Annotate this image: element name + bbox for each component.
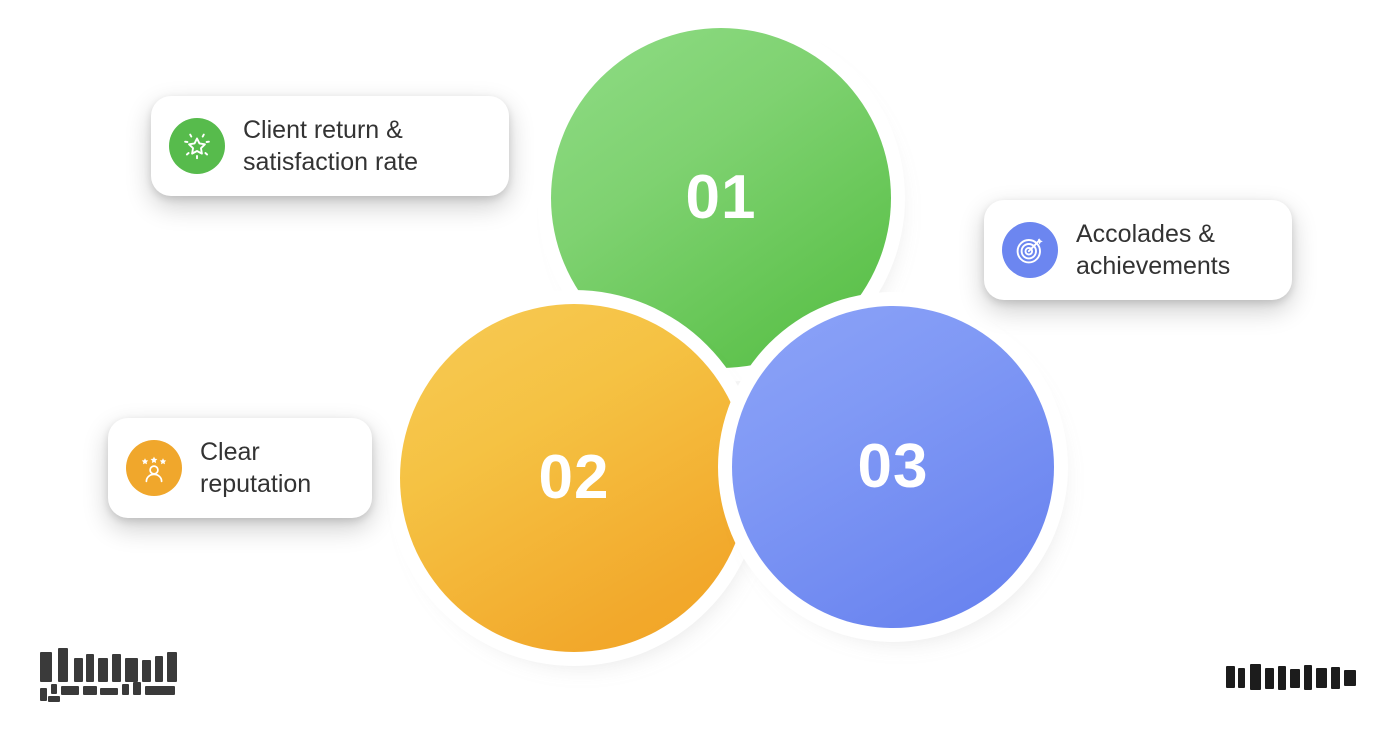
user-rating-stars-icon (126, 440, 182, 496)
circle-03-disc (732, 306, 1054, 628)
label-text-accolades: Accolades & achievements (1076, 220, 1231, 280)
redacted-watermark (1226, 662, 1362, 696)
circle-02-number: 02 (538, 443, 610, 512)
label-card-client-return[interactable]: Client return & satisfaction rate (151, 96, 509, 196)
label-text-clear-reputation: Clear reputation (200, 438, 312, 498)
target-bullseye-icon (1002, 222, 1058, 278)
circle-03-number: 03 (857, 432, 929, 501)
label-card-accolades[interactable]: Accolades & achievements (984, 200, 1292, 300)
circle-03[interactable]: 03 (718, 292, 1068, 642)
circle-02[interactable]: 02 (386, 290, 762, 666)
circle-01-number: 01 (685, 163, 757, 232)
label-card-clear-reputation[interactable]: Clear reputation (108, 418, 372, 518)
redacted-logo (40, 648, 202, 702)
circle-02-disc (400, 304, 748, 652)
sparkle-star-icon (169, 118, 225, 174)
label-text-client-return: Client return & satisfaction rate (243, 116, 419, 176)
